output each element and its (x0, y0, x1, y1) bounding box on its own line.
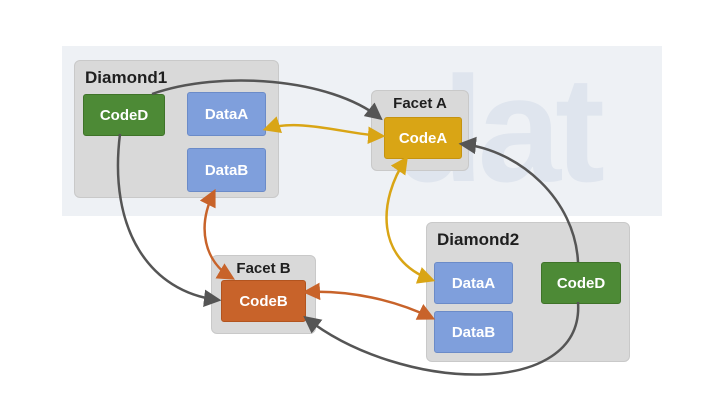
diamond1-datab-node: DataB (187, 148, 266, 192)
diamond2-coded-node: CodeD (541, 262, 621, 304)
arrow-codea-to-diamond1-dataa (262, 116, 386, 144)
arrow-codeb-to-diamond1-datab (199, 188, 236, 280)
diamond2-title: Diamond2 (437, 230, 520, 249)
arrow-diamond1-coded-to-codea (151, 79, 383, 121)
arrow-diamond2-coded-to-codeb (303, 301, 580, 376)
arrow-codeb-to-diamond2-datab (302, 282, 436, 320)
arrow-diamond2-coded-to-codea (458, 136, 580, 263)
diamond1-dataa-node: DataA (187, 92, 266, 136)
diamond1-coded-node: CodeD (83, 94, 165, 136)
facet-b-codeb-node: CodeB (221, 280, 306, 322)
diamond2-datab-node: DataB (434, 311, 513, 353)
arrow-diamond1-coded-to-codeb (116, 133, 222, 308)
diamond1-title: Diamond1 (85, 68, 168, 87)
facet-a-title: Facet A (393, 95, 447, 112)
facet-a-codea-node: CodeA (384, 117, 462, 159)
arrow-codea-to-diamond2-dataa (385, 156, 436, 284)
facet-b-title: Facet B (236, 260, 291, 277)
